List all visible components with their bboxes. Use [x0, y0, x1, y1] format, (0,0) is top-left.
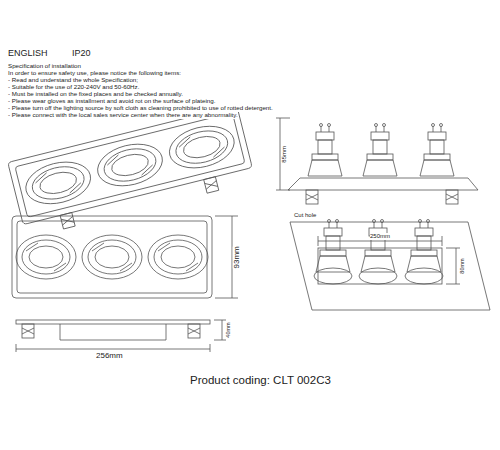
label-text: - Suitable for the use of 220-240V and 5… [8, 84, 139, 91]
lamp-ring [93, 138, 167, 192]
gu10-lamp [361, 220, 395, 273]
label-text: Cut hole [294, 212, 316, 219]
lamp-ring [21, 156, 95, 210]
label-text: 85mm [281, 146, 288, 163]
label-text: 250mm [370, 233, 390, 240]
label-text: Specification of installation [8, 63, 81, 70]
cut-hole [318, 248, 442, 284]
spring-clip [306, 190, 318, 204]
label-text: In order to ensure safety use, please no… [8, 70, 181, 77]
label-text: 40mm [225, 322, 231, 337]
label-text: ENGLISH [8, 49, 48, 59]
trim-inner [15, 113, 245, 218]
lamp-ring [165, 120, 239, 174]
housing [60, 324, 166, 340]
label-text: IP20 [72, 49, 91, 59]
spring-clip [446, 190, 458, 204]
cut-hole-view [290, 220, 490, 311]
label-text: - Please connect with the local sales se… [8, 112, 238, 119]
lamp-ring [359, 268, 397, 284]
gu10-lamp [316, 220, 350, 273]
spring-clip [204, 177, 219, 193]
lamp-ring [16, 235, 76, 279]
dimension-line [16, 344, 210, 352]
lamp-ring [314, 268, 352, 284]
trim-plate [288, 178, 478, 190]
gu10-lamp [420, 124, 454, 177]
trim-plate [16, 320, 210, 324]
trim-plate [12, 216, 212, 298]
label-text: - Please turn off the lighting source by… [8, 105, 273, 112]
label-text: - Please wear gloves as installment and … [8, 98, 215, 105]
label-text: 256mm [96, 352, 123, 361]
lamp-ring [148, 235, 208, 279]
gu10-lamp [308, 124, 342, 177]
trim-inner [17, 221, 207, 293]
spring-clip [188, 324, 200, 338]
trim-plate [8, 105, 252, 224]
front-view [12, 216, 238, 298]
gu10-lamp [407, 220, 441, 273]
product-code: Product coding: CLT 002C3 [190, 374, 331, 387]
dimension-line [276, 118, 290, 190]
label-text: - Read and understand the whole Specific… [8, 77, 138, 84]
gu10-lamp [363, 124, 397, 177]
lamp-ring [82, 235, 142, 279]
elevation-view [276, 118, 478, 204]
side-view [16, 320, 226, 352]
label-text: 93mm [233, 246, 242, 268]
lamp-ring [405, 268, 443, 284]
label-text: 80mm [459, 258, 465, 273]
spring-clip [22, 324, 34, 338]
ceiling-panel [290, 222, 490, 310]
label-text: - Must be installed on the fixed places … [8, 91, 183, 98]
perspective-view [8, 105, 256, 238]
